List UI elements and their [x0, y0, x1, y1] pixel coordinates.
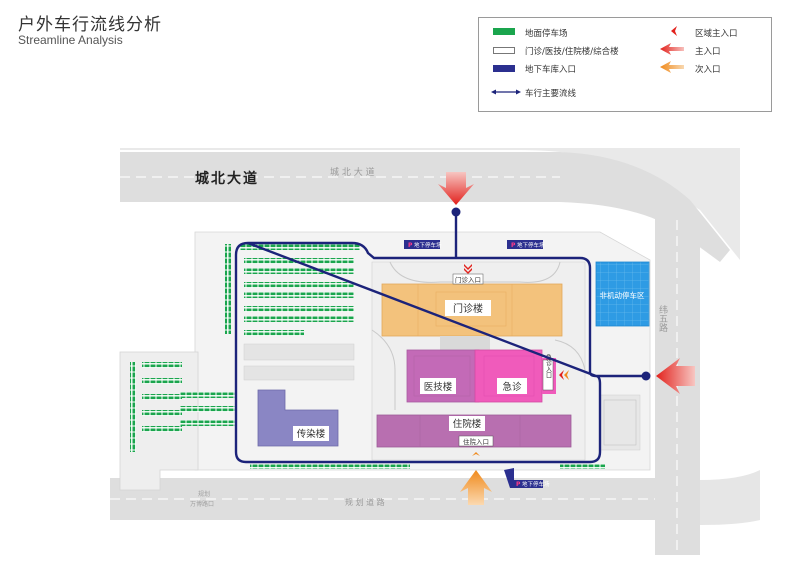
- nonmotor-parking: [595, 261, 650, 327]
- underground-label-3: 地下停车场: [522, 480, 550, 488]
- north-road-body: [120, 152, 730, 262]
- north-road: [120, 148, 740, 260]
- north-entry-node: [451, 207, 461, 217]
- svg-text:P: P: [408, 242, 413, 249]
- legend-underground-label: 地下车库入口: [525, 65, 577, 75]
- ground-parking-east: [599, 394, 641, 451]
- south-left2-label: 万博路口: [190, 500, 214, 508]
- infectious-label: 传染楼: [297, 428, 326, 440]
- page-subtitle: Streamline Analysis: [18, 33, 123, 47]
- inpatient-entry-label: 住院入口: [463, 437, 489, 446]
- legend-ground-parking-swatch: [493, 28, 515, 35]
- ground-parking-west: [225, 244, 360, 381]
- legend-secondary-entry-icon: [660, 61, 684, 73]
- main-entry-east-arrow: [656, 358, 695, 394]
- main-entry-north-arrow: [438, 172, 474, 205]
- medtech-building: [406, 349, 480, 403]
- legend-secondary-entry-label: 次入口: [695, 65, 721, 75]
- outpatient-entry-label: 门诊入口: [455, 275, 481, 284]
- legend-flow-label: 车行主要流线: [525, 89, 577, 99]
- east-road-label: 纬五路: [657, 304, 668, 333]
- underground-label-2: 地下停车场: [517, 241, 545, 249]
- medtech-label: 医技楼: [424, 381, 453, 393]
- underground-entry-south: P 地下停车场: [504, 468, 550, 488]
- page-title: 户外车行流线分析: [18, 15, 162, 35]
- east-entry-node: [641, 371, 651, 381]
- legend-area-entry-icon: [671, 26, 677, 36]
- south-road-label: 规 划 道 路: [345, 497, 385, 507]
- outpatient-label: 门诊楼: [453, 302, 483, 315]
- north-road-faint-label: 城 北 大 道: [330, 166, 375, 178]
- legend-flow-arrow-icon: [491, 89, 521, 95]
- south-left-label: 规划: [198, 490, 210, 498]
- legend-main-entry-icon: [660, 43, 684, 55]
- legend-main-entry-label: 主入口: [695, 47, 721, 57]
- nonmotor-label: 非机动停车区: [600, 290, 645, 300]
- emergency-entry-label: 急诊入口: [545, 353, 552, 379]
- legend-area-entry-label: 区域主入口: [695, 29, 738, 39]
- secondary-entry-south-arrow: [460, 470, 492, 505]
- legend-underground-swatch: [493, 65, 515, 72]
- svg-text:P: P: [511, 242, 516, 249]
- legend-buildings-swatch: [493, 47, 515, 54]
- ground-parking-south: [250, 464, 605, 469]
- underground-label-1: 地下停车场: [414, 241, 442, 249]
- legend-buildings-label: 门诊/医技/住院楼/综合楼: [525, 47, 619, 57]
- connector: [440, 336, 490, 350]
- svg-text:P: P: [516, 481, 521, 488]
- underground-entry-north-1: P 地下停车场: [404, 240, 442, 249]
- legend: 地面停车场 门诊/医技/住院楼/综合楼 地下车库入口 车行主要流线 区域主入口 …: [478, 17, 772, 112]
- inpatient-label: 住院楼: [453, 418, 482, 430]
- ground-parking-annex: [130, 362, 235, 452]
- legend-ground-parking-label: 地面停车场: [525, 29, 568, 39]
- main-flow-loop: [234, 241, 646, 464]
- underground-entry-north-2: P 地下停车场: [507, 240, 545, 249]
- emergency-label: 急诊: [502, 381, 522, 393]
- west-annex: [119, 351, 199, 491]
- north-road-label: 城北大道: [195, 170, 259, 187]
